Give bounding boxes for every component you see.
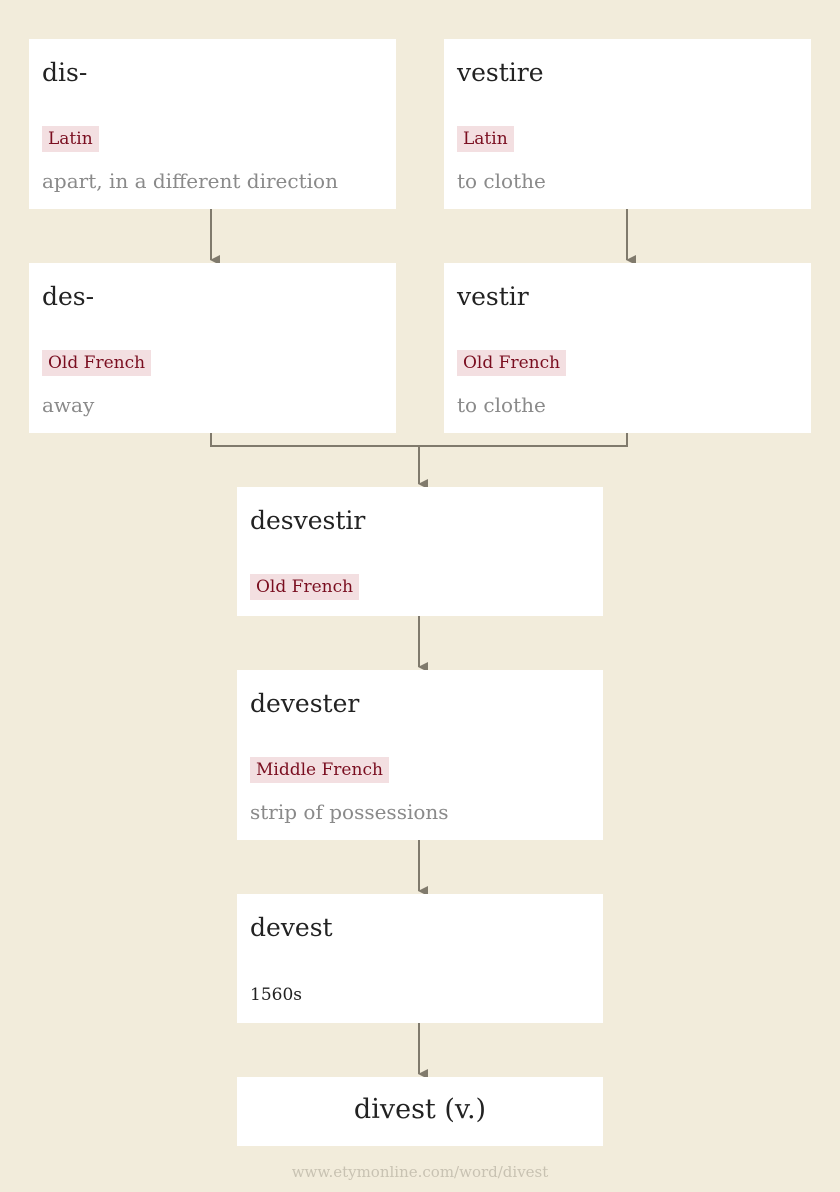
language-badge: Old French [457,350,567,376]
language-badge: Middle French [250,757,389,783]
edge-des-vestir-to-desvestir [210,433,628,484]
node-word: des- [42,282,95,311]
node-word: vestire [457,58,544,87]
node-gloss: to clothe [457,393,546,417]
target-word: divest (v.) [353,1094,487,1125]
node-gloss: apart, in a different direction [42,169,338,193]
node-word: dis- [42,58,88,87]
language-badge: Old French [250,574,360,600]
node-devester[interactable]: devester Middle French strip of possessi… [237,670,603,840]
node-word: devest [250,913,333,942]
node-gloss: away [42,393,95,417]
node-vestir[interactable]: vestir Old French to clothe [444,263,811,433]
language-badge: Latin [457,126,514,152]
node-gloss: strip of possessions [250,800,449,824]
language-badge: Old French [42,350,152,376]
node-devest[interactable]: devest 1560s [237,894,603,1023]
source-url: www.etymonline.com/word/divest [291,1163,549,1181]
node-word: vestir [457,282,529,311]
node-divest[interactable]: divest (v.) [237,1077,603,1146]
node-date: 1560s [250,985,302,1005]
node-gloss: to clothe [457,169,546,193]
node-dis[interactable]: dis- Latin apart, in a different directi… [29,39,396,209]
node-word: devester [250,689,360,718]
node-des[interactable]: des- Old French away [29,263,396,433]
language-badge: Latin [42,126,99,152]
node-word: desvestir [250,506,366,535]
node-vestire[interactable]: vestire Latin to clothe [444,39,811,209]
node-desvestir[interactable]: desvestir Old French [237,487,603,616]
